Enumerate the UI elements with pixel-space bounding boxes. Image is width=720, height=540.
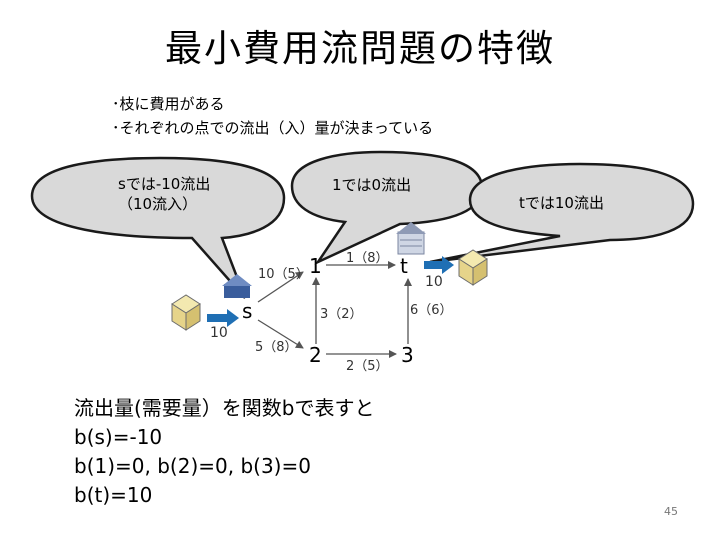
edge-s-1 <box>257 271 304 303</box>
node-1: 1 <box>309 254 322 278</box>
edge-label-2-3: 2（5） <box>346 359 389 374</box>
factory-icon-t <box>396 222 426 255</box>
edge-label-3-t: 6（6） <box>410 303 453 318</box>
edge-label-s-1: 10（5） <box>258 267 309 282</box>
callout-t-text: tでは10流出 <box>519 194 604 212</box>
node-t: t <box>400 254 408 278</box>
inflow-arrow-icon <box>207 309 239 327</box>
edge-label-1-t: 1（8） <box>346 251 389 266</box>
page-number: 45 <box>664 505 678 518</box>
body-line: 流出量(需要量）を関数bで表すと <box>74 396 375 420</box>
body-line: b(t)=10 <box>74 483 153 507</box>
node-3: 3 <box>401 343 414 367</box>
box-icon-right <box>458 249 488 286</box>
demand-function-text: 流出量(需要量）を関数bで表すと b(s)=-10 b(1)=0, b(2)=0… <box>74 394 375 510</box>
callout-node1-text: 1では0流出 <box>332 176 411 194</box>
slide-title: 最小費用流問題の特徴 <box>165 27 555 70</box>
callout-t: tでは10流出 <box>429 162 695 264</box>
inflow-label: 10 <box>210 325 228 341</box>
factory-icon-s <box>222 274 252 298</box>
outflow-label: 10 <box>425 274 443 290</box>
callout-s-line2: （10流入） <box>118 195 197 213</box>
body-line: b(1)=0, b(2)=0, b(3)=0 <box>74 454 311 478</box>
bullet-list: ･枝に費用がある ･それぞれの点での流出（入）量が決まっている <box>112 92 433 140</box>
bullet-item: ･枝に費用がある <box>112 95 225 113</box>
node-2: 2 <box>309 343 322 367</box>
callout-s: sでは-10流出 （10流入） <box>30 156 286 299</box>
edge-s-2 <box>257 319 304 349</box>
box-icon-left <box>171 294 201 331</box>
edge-label-2-1: 3（2） <box>320 307 363 322</box>
node-s: s <box>242 299 252 323</box>
callout-s-line1: sでは-10流出 <box>118 175 210 193</box>
callout-node1: 1では0流出 <box>290 150 484 266</box>
outflow-arrow-icon <box>424 256 454 274</box>
edge-label-s-2: 5（8） <box>255 340 298 355</box>
body-line: b(s)=-10 <box>74 425 163 449</box>
bullet-item: ･それぞれの点での流出（入）量が決まっている <box>112 119 434 137</box>
